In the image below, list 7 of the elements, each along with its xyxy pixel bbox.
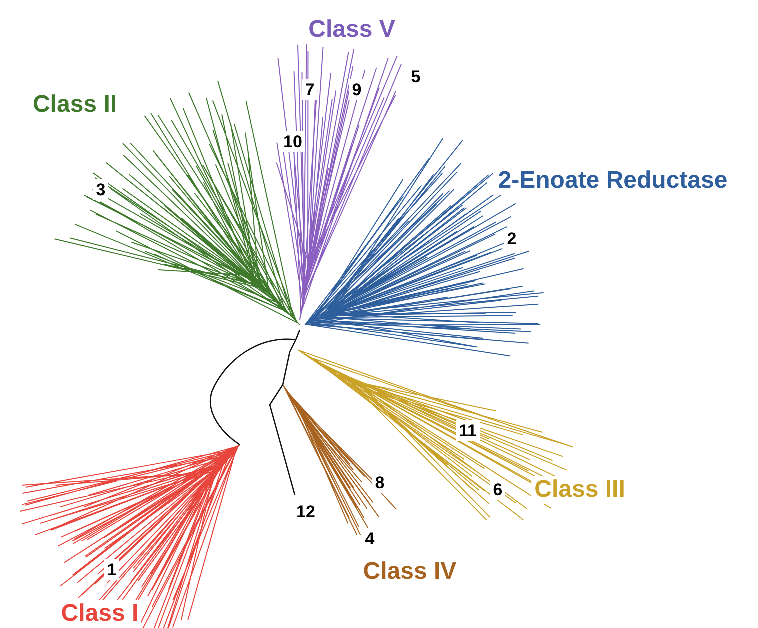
clade-number: 10 <box>280 132 306 152</box>
clade-number: 7 <box>302 80 318 100</box>
clade-number: 1 <box>104 560 120 580</box>
clade-number: 9 <box>349 80 365 100</box>
clade-number: 11 <box>456 420 480 442</box>
clade-number: 6 <box>490 480 506 500</box>
clade-number: 3 <box>93 180 109 200</box>
